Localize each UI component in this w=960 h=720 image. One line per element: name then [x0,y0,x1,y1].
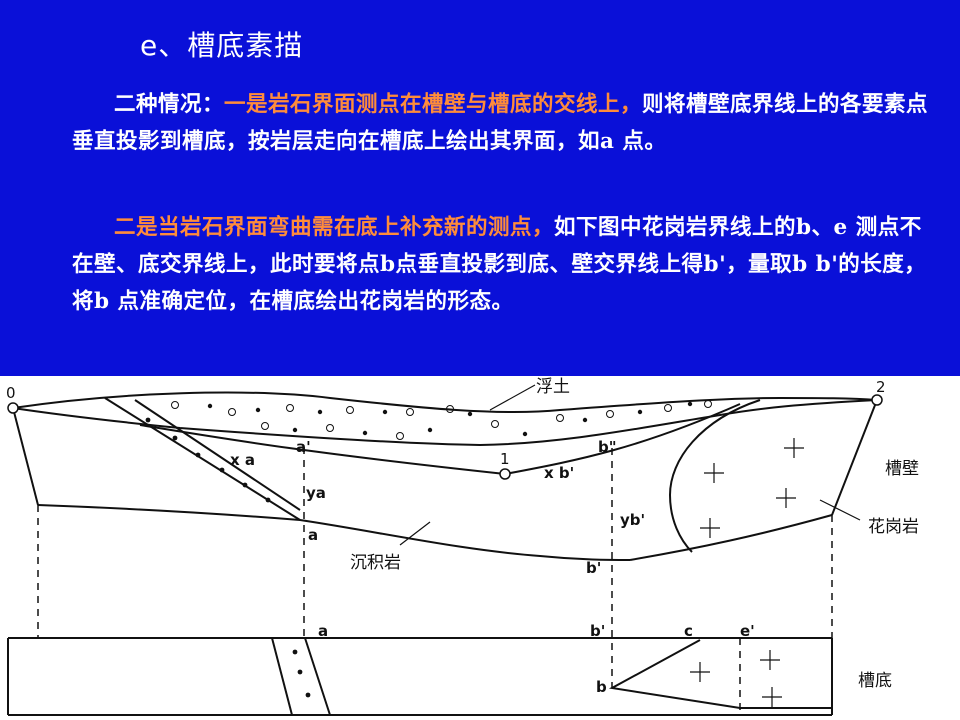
label-b-prime-wall: b' [586,559,601,577]
label-a-prime: a' [296,438,311,456]
label-yb-prime: yb' [620,511,645,529]
label-point-2: 2 [876,378,886,396]
paragraph-one-body: 则将槽壁底界线上的各要素点垂直投影到槽底，按岩层走向在槽底上绘出其界面，如a 点… [72,92,929,154]
fill-soil-leader [489,384,536,411]
label-b-double-prime: b" [598,438,617,456]
label-a-wall: a [308,526,318,544]
bottom-dyke-left [271,637,293,716]
label-granite: 花岗岩 [868,517,919,537]
label-fill-soil: 浮土 [536,377,570,397]
survey-point-2 [871,394,883,406]
paragraph-lead: 二种情况： [114,92,225,117]
trench-diagram: 0 1 2 浮土 槽壁 花岗岩 沉积岩 槽底 x a a' ya a a b" … [0,376,960,720]
label-wall: 槽壁 [885,459,919,479]
label-a-bottom: a [318,622,328,640]
fill-soil-circles [171,400,712,440]
paragraph-case-one: 二种情况：一是岩石界面测点在槽壁与槽底的交线上，则将槽壁底界线上的各要素点垂直投… [72,86,932,160]
highlight-case-two: 二是当岩石界面弯曲需在底上补充新的测点， [114,215,555,240]
label-b-prime-line: b' [590,622,605,640]
bottom-granite-outline [608,639,832,709]
label-point-1: 1 [500,450,510,468]
fill-soil-base [12,399,878,447]
label-e-prime: e' [740,622,755,640]
label-b-bottom: b [596,678,607,696]
slide-header: e、槽底素描 二种情况：一是岩石界面测点在槽壁与槽底的交线上，则将槽壁底界线上的… [0,0,960,376]
label-sedimentary: 沉积岩 [350,553,401,573]
granite-contact-curve [668,399,761,553]
label-bottom: 槽底 [858,671,892,691]
sediment-leader [399,521,431,546]
label-xa: x a [230,451,255,469]
survey-point-1 [499,468,511,480]
survey-point-0 [7,402,19,414]
dyke-right-line [134,399,301,511]
wall-contact-left [139,424,506,475]
wall-left-edge [12,407,39,506]
granite-leader [819,499,861,521]
dyke-dots-wall [145,417,271,503]
diagram-lines [7,384,878,716]
label-xb-prime: x b' [544,464,574,482]
wall-bottom-boundary-right [629,514,833,561]
label-point-0: 0 [6,384,16,402]
slide-title: e、槽底素描 [140,29,304,62]
paragraph-two-body: 如下图中花岗岩界线上的b、e 测点不在壁、底交界线上，此时要将点b点垂直投影到底… [72,215,927,314]
projection-lines [37,447,833,715]
dyke-dots-bottom [292,649,311,698]
trench-diagram-svg: 0 1 2 浮土 槽壁 花岗岩 沉积岩 槽底 x a a' ya a a b" … [6,377,919,716]
ground-surface-line [12,391,878,414]
fill-soil-dots [207,401,693,437]
wall-right-edge [831,399,878,516]
survey-points [7,394,883,480]
wall-contact-right [504,403,741,475]
highlight-case-one: 一是岩石界面测点在槽壁与槽底的交线上， [224,92,643,117]
label-ya: ya [306,484,326,502]
bottom-dyke-right [304,637,331,716]
wall-bottom-boundary [37,504,631,561]
paragraph-case-two: 二是当岩石界面弯曲需在底上补充新的测点，如下图中花岗岩界线上的b、e 测点不在壁… [72,209,932,320]
granite-crosses [690,438,804,707]
label-c: c [684,622,693,640]
dyke-left-line [104,397,301,521]
